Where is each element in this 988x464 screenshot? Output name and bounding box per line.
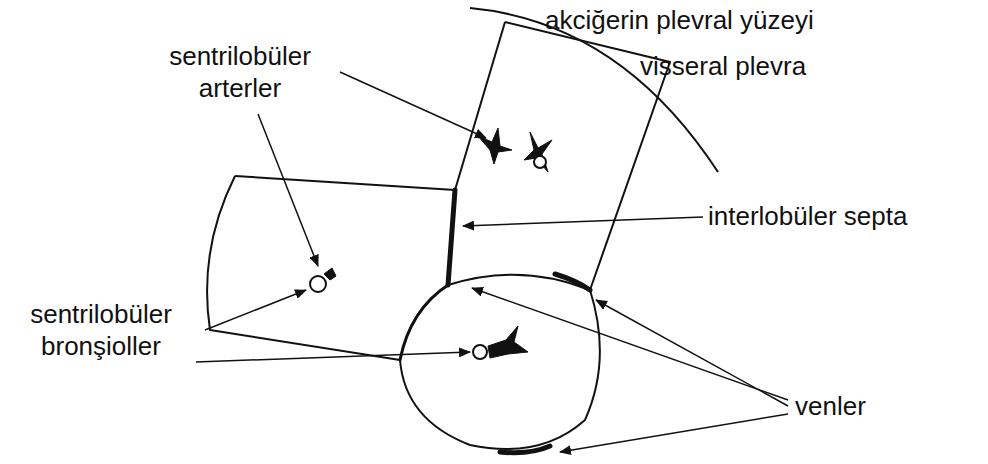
leader-line (463, 217, 703, 226)
artery (488, 326, 528, 358)
leader-line (258, 114, 318, 266)
artery (324, 268, 336, 280)
vein (500, 446, 550, 453)
vein (555, 274, 590, 290)
vein (400, 285, 448, 360)
leader-line (205, 290, 306, 330)
leader-line (596, 300, 788, 406)
bronchiole (473, 345, 487, 359)
callout-label: akciğerin plevral yüzeyi (545, 4, 814, 36)
callout-label: venler (795, 390, 866, 422)
artery (524, 132, 552, 172)
callout-label: visseral plevra (640, 50, 806, 82)
leader-line (340, 72, 486, 138)
lobule-outline (400, 275, 600, 449)
artery (478, 128, 512, 164)
leader-line (196, 352, 470, 362)
callout-label: sentrilobüler arterler (140, 40, 340, 104)
callout-label: sentrilobüler bronşioller (6, 298, 196, 362)
lobule-outline (455, 22, 505, 190)
lobule-outline (207, 176, 400, 360)
leader-line (560, 414, 788, 452)
callout-label: interlobüler septa (708, 200, 907, 232)
leader-line (472, 288, 788, 400)
vein (448, 190, 455, 285)
bronchiole (310, 276, 326, 292)
bronchiole (534, 156, 546, 168)
lobule-outline (235, 176, 455, 190)
